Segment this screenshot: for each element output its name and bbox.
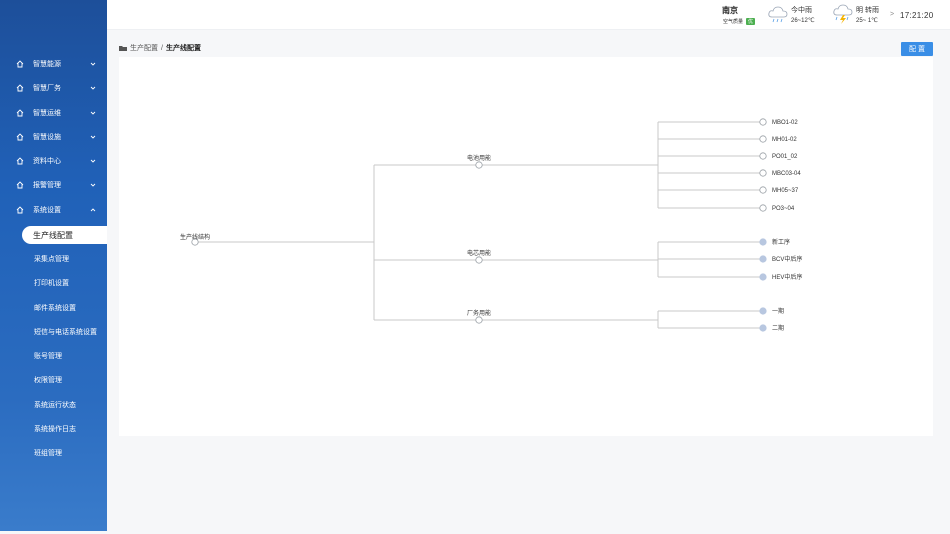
chevron-down-icon bbox=[89, 84, 97, 92]
sidebar-menu-item[interactable]: 资料中心 bbox=[0, 151, 107, 171]
sidebar-menu-label: 报警管理 bbox=[33, 182, 61, 189]
sidebar-menu-label: 智慧运维 bbox=[33, 110, 61, 117]
home-icon bbox=[16, 133, 24, 141]
tree-node-leaf[interactable] bbox=[759, 118, 767, 126]
chevron-down-icon bbox=[89, 181, 97, 189]
sidebar-menu-item[interactable]: 报警管理 bbox=[0, 175, 107, 195]
weather-city: 南京 bbox=[722, 6, 738, 15]
weather-next-arrow[interactable]: > bbox=[890, 11, 895, 18]
air-quality-badge: 优 bbox=[746, 18, 756, 25]
air-quality: 空气质量 优 bbox=[723, 18, 756, 25]
tree-node-group[interactable] bbox=[475, 161, 483, 169]
chevron-down-icon bbox=[89, 133, 97, 141]
weather-today-temp: 26~12℃ bbox=[791, 18, 815, 24]
home-icon bbox=[16, 181, 24, 189]
chevron-up-icon bbox=[89, 206, 97, 214]
sidebar-menu-item[interactable]: 智慧运维 bbox=[0, 103, 107, 123]
home-icon bbox=[16, 84, 24, 92]
sidebar-sub-item[interactable]: 邮件系统设置 bbox=[34, 305, 76, 312]
sidebar-menu-item[interactable]: 系统设置 bbox=[0, 200, 107, 220]
sidebar-sub-item[interactable]: 班组管理 bbox=[34, 450, 62, 457]
tree-node-leaf[interactable] bbox=[759, 273, 767, 281]
breadcrumb-separator: / bbox=[161, 44, 163, 52]
sidebar-menu-item[interactable]: 智慧厂务 bbox=[0, 78, 107, 98]
tree-node-leaf[interactable] bbox=[759, 238, 767, 246]
sidebar-sub-item[interactable]: 系统运行状态 bbox=[34, 402, 76, 409]
sidebar-menu-label: 系统设置 bbox=[33, 207, 61, 214]
sidebar-sub-item[interactable]: 生产线配置 bbox=[22, 226, 107, 244]
chevron-down-icon bbox=[89, 157, 97, 165]
chevron-down-icon bbox=[89, 109, 97, 117]
breadcrumb: 生产配置 / 生产线配置 bbox=[119, 43, 201, 53]
weather-tomorrow-desc: 明 转雨 bbox=[856, 7, 879, 14]
sidebar-sub-item[interactable]: 采集点管理 bbox=[34, 256, 69, 263]
sidebar-menu-label: 智慧设施 bbox=[33, 134, 61, 141]
home-icon bbox=[16, 157, 24, 165]
tree-node-leaf[interactable] bbox=[759, 255, 767, 263]
sidebar-menu-label: 智慧厂务 bbox=[33, 85, 61, 92]
sidebar-sub-item[interactable]: 权限管理 bbox=[34, 377, 62, 384]
clock: 17:21:20 bbox=[900, 11, 934, 20]
tree-node-root[interactable] bbox=[191, 238, 199, 246]
sidebar-sub-item[interactable]: 账号管理 bbox=[34, 353, 62, 360]
weather-today-desc: 今中雨 bbox=[791, 7, 812, 14]
tree-node-leaf[interactable] bbox=[759, 307, 767, 315]
config-button[interactable]: 配 置 bbox=[901, 42, 933, 56]
tree-node-group[interactable] bbox=[475, 316, 483, 324]
home-icon bbox=[16, 206, 24, 214]
sidebar-menu-label: 资料中心 bbox=[33, 158, 61, 165]
tree-node-leaf[interactable] bbox=[759, 135, 767, 143]
sidebar-menu-item[interactable]: 智慧能源 bbox=[0, 54, 107, 74]
sidebar-sub-item[interactable]: 系统操作日志 bbox=[34, 426, 76, 433]
breadcrumb-current: 生产线配置 bbox=[165, 45, 201, 52]
folder-icon bbox=[119, 46, 127, 51]
tree-node-leaf[interactable] bbox=[759, 152, 767, 160]
thunderstorm-icon bbox=[833, 4, 853, 24]
tree-node-leaf[interactable] bbox=[759, 324, 767, 332]
rain-cloud-icon bbox=[768, 6, 788, 23]
sidebar-logo-area bbox=[0, 0, 107, 44]
sidebar-sub-item[interactable]: 打印机设置 bbox=[34, 280, 69, 287]
home-icon bbox=[16, 109, 24, 117]
breadcrumb-parent[interactable]: 生产配置 bbox=[130, 45, 158, 52]
sidebar-menu-item[interactable]: 智慧设施 bbox=[0, 127, 107, 147]
sidebar-menu-label: 智慧能源 bbox=[33, 61, 61, 68]
tree-node-group[interactable] bbox=[475, 256, 483, 264]
tree-node-leaf[interactable] bbox=[759, 186, 767, 194]
sidebar-sub-item[interactable]: 短信与电话系统设置 bbox=[34, 329, 97, 336]
tree-node-leaf[interactable] bbox=[759, 204, 767, 212]
chevron-down-icon bbox=[89, 60, 97, 68]
top-bar bbox=[107, 0, 950, 30]
content-panel bbox=[119, 57, 933, 436]
home-icon bbox=[16, 60, 24, 68]
weather-tomorrow-temp: 25~ 1℃ bbox=[856, 18, 878, 24]
tree-node-leaf[interactable] bbox=[759, 169, 767, 177]
air-quality-label: 空气质量 bbox=[723, 19, 744, 25]
